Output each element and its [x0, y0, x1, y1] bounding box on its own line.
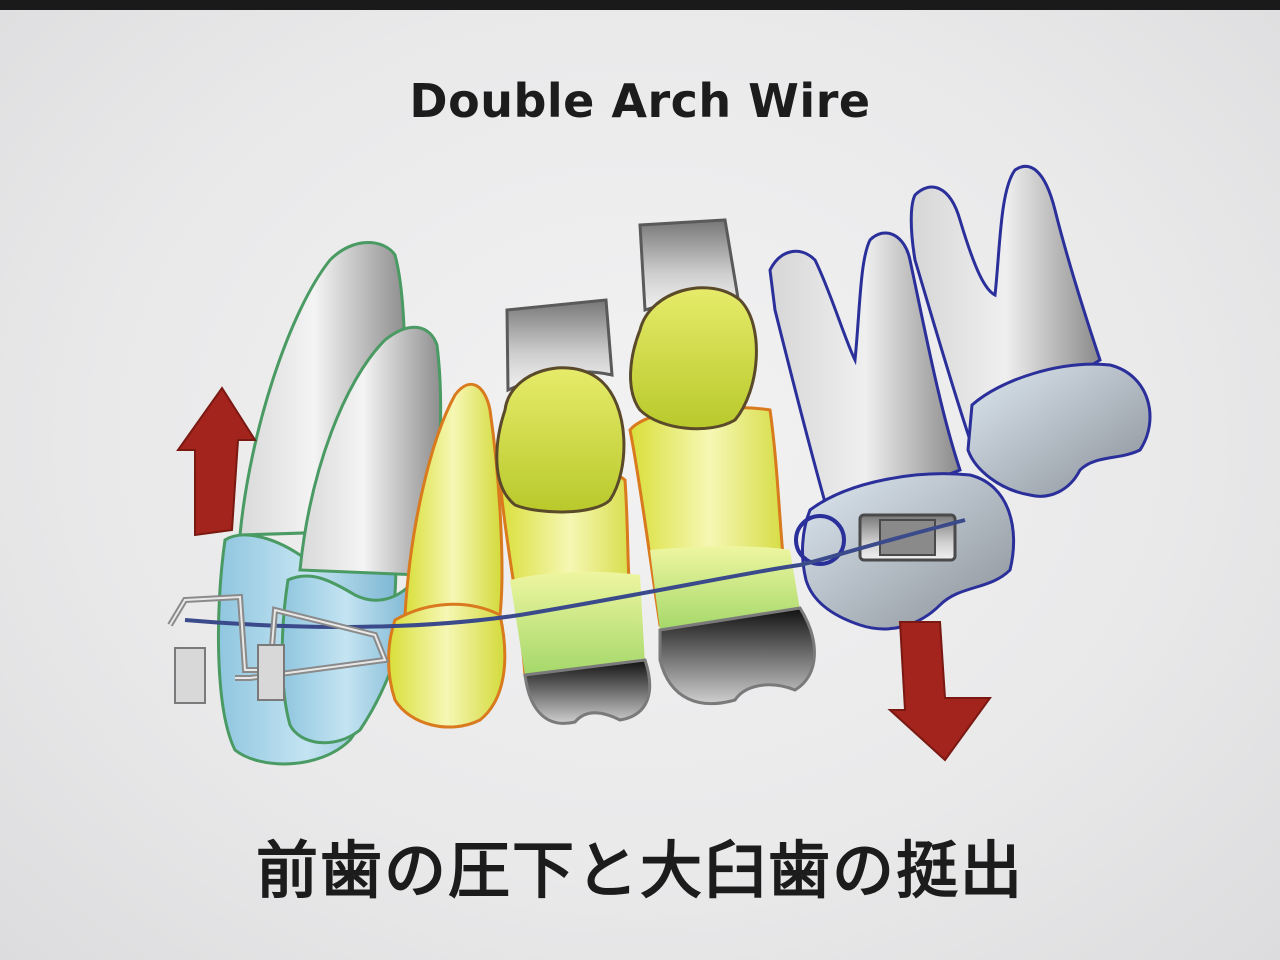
- slide-caption: 前歯の圧下と大臼歯の挺出: [255, 834, 1024, 907]
- premolar-3: [628, 218, 816, 706]
- double-arch-wire-diagram: [167, 164, 1152, 766]
- molar-back: [909, 164, 1152, 498]
- premolar-2: [495, 298, 652, 725]
- arrow-up-icon: [176, 386, 257, 537]
- premolar-1: [387, 382, 507, 729]
- slide-title: Double Arch Wire: [409, 74, 871, 128]
- slide: Double Arch Wire 前歯の圧下と大臼歯の挺出: [0, 10, 1280, 960]
- arrow-down-icon: [887, 621, 992, 762]
- molar-tube: [858, 513, 957, 562]
- wire-loop: [794, 514, 846, 566]
- incisor-brackets: [167, 593, 390, 704]
